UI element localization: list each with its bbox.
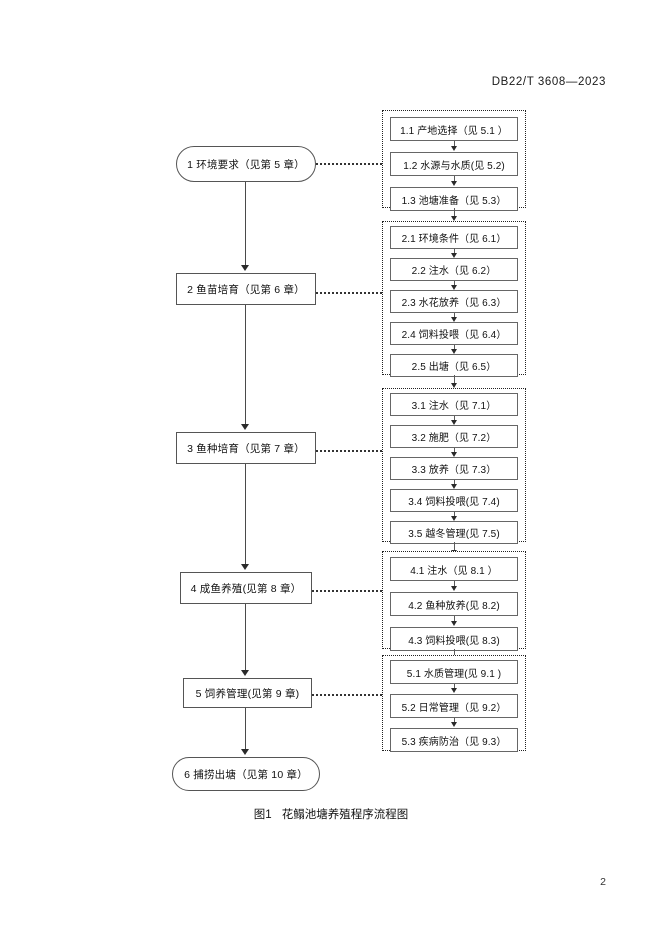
arrowhead-3-4 (450, 484, 457, 489)
arrowhead-stage2 (241, 265, 249, 271)
arrowhead-group2 (450, 216, 457, 221)
substep-2-2[interactable]: 2.2 注水（见 6.2） (390, 258, 518, 281)
connector-group2-group3 (454, 375, 455, 385)
substep-1-3[interactable]: 1.3 池塘准备（见 5.3） (390, 187, 518, 211)
standard-code-header: DB22/T 3608—2023 (491, 76, 606, 88)
stage-node-harvest[interactable]: 6 捕捞出塘（见第 10 章） (172, 757, 320, 791)
connector-group3-group4 (454, 542, 455, 552)
substep-3-5[interactable]: 3.5 越冬管理(见 7.5) (390, 521, 518, 544)
figure-caption-number: 图1 (253, 809, 272, 821)
arrowhead-2-5 (450, 349, 457, 354)
arrowhead-4-3 (450, 621, 457, 626)
substep-4-1[interactable]: 4.1 注水（见 8.1 ） (390, 557, 518, 581)
connector-stage3-stage4 (245, 464, 246, 564)
connector-3-4-3-5 (454, 512, 455, 517)
substep-2-5[interactable]: 2.5 出塘（见 6.5） (390, 354, 518, 377)
arrowhead-3-3 (450, 452, 457, 457)
arrowhead-5-2 (450, 688, 457, 693)
dotted-link-stage3-group3 (316, 450, 382, 452)
substep-4-2[interactable]: 4.2 鱼种放养(见 8.2) (390, 592, 518, 616)
arrowhead-4-2 (450, 586, 457, 591)
stage-node-environment-requirements[interactable]: 1 环境要求（见第 5 章） (176, 146, 316, 182)
substep-2-3[interactable]: 2.3 水花放养（见 6.3） (390, 290, 518, 313)
connector-3-1-3-2 (454, 416, 455, 421)
connector-2-4-2-5 (454, 345, 455, 350)
arrowhead-5-3 (450, 722, 457, 727)
stage-node-adult-fish-culture[interactable]: 4 成鱼养殖(见第 8 章） (180, 572, 312, 604)
dotted-link-stage5-group5 (312, 694, 382, 696)
arrowhead-3-2 (450, 420, 457, 425)
connector-1-1-1-2 (454, 141, 455, 147)
connector-4-1-4-2 (454, 581, 455, 587)
arrowhead-3-5 (450, 516, 457, 521)
connector-group1-group2 (454, 208, 455, 218)
connector-2-3-2-4 (454, 313, 455, 318)
substep-5-2[interactable]: 5.2 日常管理（见 9.2） (390, 694, 518, 718)
dotted-link-stage4-group4 (312, 590, 382, 592)
connector-3-3-3-4 (454, 480, 455, 485)
substep-3-1[interactable]: 3.1 注水（见 7.1） (390, 393, 518, 416)
figure-caption-title: 花鳎池塘养殖程序流程图 (281, 809, 409, 821)
arrowhead-stage6 (241, 749, 249, 755)
substep-4-3[interactable]: 4.3 饲料投喂(见 8.3) (390, 627, 518, 651)
figure-caption: 图1 花鳎池塘养殖程序流程图 (0, 806, 662, 822)
substep-2-1[interactable]: 2.1 环境条件（见 6.1） (390, 226, 518, 249)
arrowhead-stage5 (241, 670, 249, 676)
arrowhead-1-2 (450, 146, 457, 151)
arrowhead-2-4 (450, 317, 457, 322)
arrowhead-group3 (450, 383, 457, 388)
connector-stage5-stage6 (245, 708, 246, 749)
page-number: 2 (600, 876, 606, 888)
substep-5-1[interactable]: 5.1 水质管理(见 9.1 ) (390, 660, 518, 684)
substep-5-3[interactable]: 5.3 疾病防治（见 9.3） (390, 728, 518, 752)
substep-1-1[interactable]: 1.1 产地选择（见 5.1 ） (390, 117, 518, 141)
substep-1-2[interactable]: 1.2 水源与水质(见 5.2) (390, 152, 518, 176)
connector-4-2-4-3 (454, 616, 455, 622)
connector-5-1-5-2 (454, 684, 455, 689)
dotted-link-stage1-group1 (316, 163, 382, 165)
arrowhead-2-3 (450, 285, 457, 290)
stage-node-fingerling-rearing[interactable]: 3 鱼种培育（见第 7 章） (176, 432, 316, 464)
connector-stage1-stage2 (245, 182, 246, 265)
arrowhead-stage4 (241, 564, 249, 570)
substep-3-4[interactable]: 3.4 饲料投喂(见 7.4) (390, 489, 518, 512)
connector-stage2-stage3 (245, 305, 246, 424)
connector-group4-group5 (454, 649, 455, 658)
connector-5-2-5-3 (454, 718, 455, 723)
arrowhead-1-3 (450, 181, 457, 186)
arrowhead-2-2 (450, 253, 457, 258)
connector-3-2-3-3 (454, 448, 455, 453)
connector-1-2-1-3 (454, 176, 455, 182)
substep-2-4[interactable]: 2.4 饲料投喂（见 6.4） (390, 322, 518, 345)
substep-3-3[interactable]: 3.3 放养（见 7.3） (390, 457, 518, 480)
stage-node-feeding-management[interactable]: 5 饲养管理(见第 9 章) (183, 678, 312, 708)
substep-3-2[interactable]: 3.2 施肥（见 7.2） (390, 425, 518, 448)
connector-2-1-2-2 (454, 249, 455, 254)
connector-stage4-stage5 (245, 604, 246, 670)
connector-2-2-2-3 (454, 281, 455, 286)
arrowhead-stage3 (241, 424, 249, 430)
stage-node-fry-rearing[interactable]: 2 鱼苗培育（见第 6 章） (176, 273, 316, 305)
dotted-link-stage2-group2 (316, 292, 382, 294)
